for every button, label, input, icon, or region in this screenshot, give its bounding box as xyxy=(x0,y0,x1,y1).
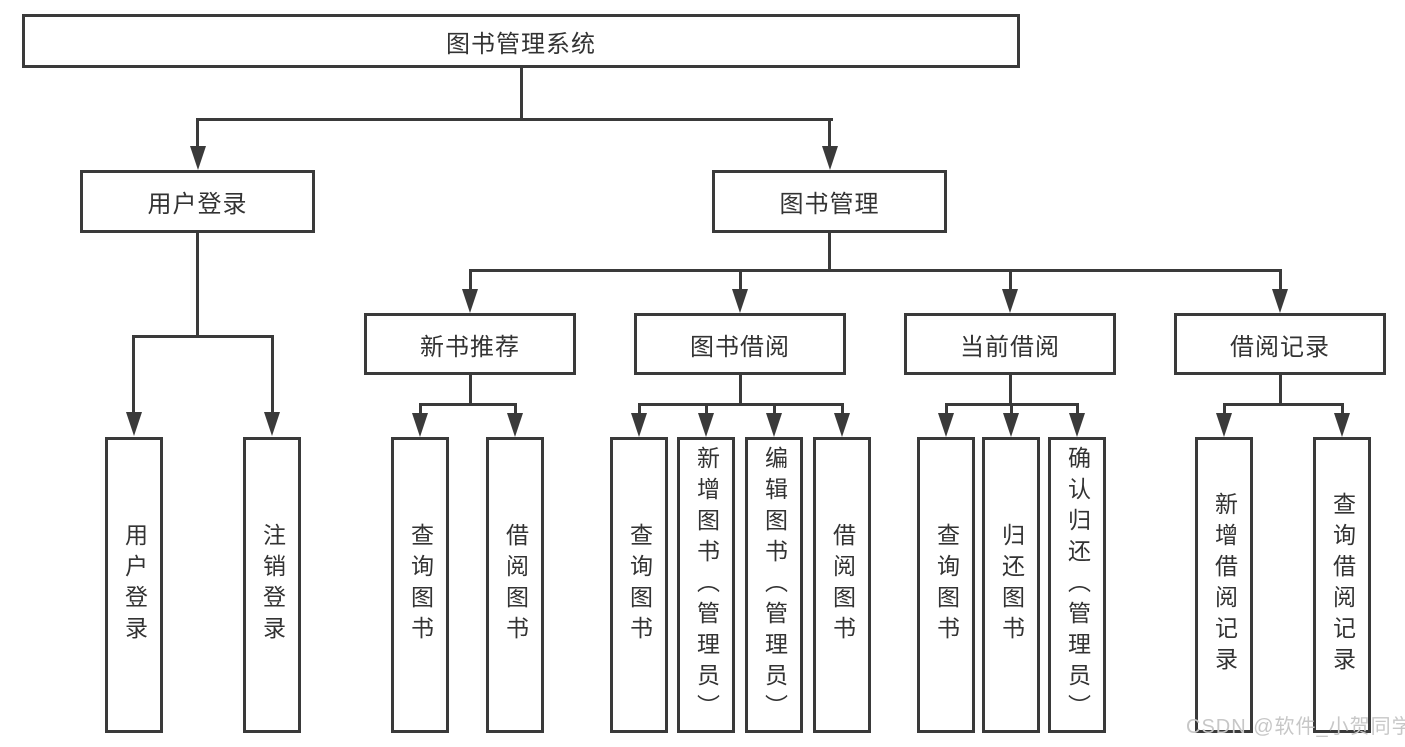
arrow-down-to-cb-confirm xyxy=(1069,413,1085,437)
arrow-down-to-cb-query xyxy=(938,413,954,437)
arrow-down-to-leaf-logout xyxy=(264,412,280,436)
arrow-down-to-br-query xyxy=(1334,413,1350,437)
node-library-management-system: 图书管理系统 xyxy=(22,14,1020,68)
arrow-down-to-br-add xyxy=(1216,413,1232,437)
leaf-bb-query-books-label: 查询图书 xyxy=(626,523,653,647)
leaf-bb-add-books-admin: 新增图书（管理员） xyxy=(677,437,735,733)
connector-cb-stub xyxy=(1009,375,1012,405)
arrow-down-to-book-borrowing xyxy=(732,289,748,313)
connector-shaft-book-borrowing xyxy=(739,269,742,291)
connector-br-bus xyxy=(1223,403,1343,406)
leaf-logout: 注销登录 xyxy=(243,437,301,733)
connector-user-login-stub xyxy=(196,233,199,337)
leaf-bb-borrow-books: 借阅图书 xyxy=(813,437,871,733)
arrow-down-to-bb-edit xyxy=(766,413,782,437)
leaf-cb-return-books-label: 归还图书 xyxy=(998,523,1025,647)
arrow-down-to-new-book-recommendation xyxy=(462,289,478,313)
connector-shaft-cb-return xyxy=(1010,403,1013,415)
connector-nbr-bus xyxy=(419,403,516,406)
arrow-down-to-nbr-query xyxy=(412,413,428,437)
leaf-br-add-record: 新增借阅记录 xyxy=(1195,437,1253,733)
leaf-nbr-borrow-books-label: 借阅图书 xyxy=(502,523,529,647)
connector-shaft-leaf-logout xyxy=(271,335,274,415)
connector-bb-bus xyxy=(638,403,843,406)
connector-book-management-stub xyxy=(828,233,831,272)
connector-shaft-book-management xyxy=(828,118,831,150)
arrow-down-to-cb-return xyxy=(1003,413,1019,437)
leaf-br-query-record: 查询借阅记录 xyxy=(1313,437,1371,733)
arrow-down-to-bb-query xyxy=(631,413,647,437)
connector-shaft-leaf-user-login xyxy=(132,335,135,415)
leaf-cb-query-books-label: 查询图书 xyxy=(933,523,960,647)
leaf-user-login-label: 用户登录 xyxy=(121,523,148,647)
connector-root-trunk xyxy=(520,68,523,120)
node-user-login: 用户登录 xyxy=(80,170,315,233)
connector-shaft-user-login xyxy=(196,118,199,150)
leaf-user-login: 用户登录 xyxy=(105,437,163,733)
connector-bb-stub xyxy=(739,375,742,405)
leaf-cb-query-books: 查询图书 xyxy=(917,437,975,733)
connector-br-stub xyxy=(1279,375,1282,405)
connector-shaft-bb-edit xyxy=(773,403,776,415)
leaf-bb-borrow-books-label: 借阅图书 xyxy=(829,523,856,647)
connector-level3-bus xyxy=(469,269,1282,272)
node-book-management: 图书管理 xyxy=(712,170,947,233)
arrow-down-to-bb-borrow xyxy=(834,413,850,437)
arrow-down-to-user-login xyxy=(190,146,206,170)
connector-shaft-bb-query xyxy=(638,403,641,415)
arrow-down-to-bb-add xyxy=(698,413,714,437)
connector-shaft-new-book-recommendation xyxy=(469,269,472,291)
node-borrowing-records: 借阅记录 xyxy=(1174,313,1386,375)
connector-shaft-borrowing-records xyxy=(1279,269,1282,291)
connector-user-login-bus xyxy=(133,335,274,338)
connector-shaft-nbr-borrow xyxy=(514,403,517,415)
arrow-down-to-leaf-user-login xyxy=(126,412,142,436)
leaf-br-add-record-label: 新增借阅记录 xyxy=(1211,492,1238,678)
arrow-down-to-current-borrowing xyxy=(1002,289,1018,313)
connector-shaft-bb-borrow xyxy=(841,403,844,415)
node-book-borrowing: 图书借阅 xyxy=(634,313,846,375)
connector-shaft-br-add xyxy=(1223,403,1226,415)
node-current-borrowing: 当前借阅 xyxy=(904,313,1116,375)
connector-shaft-current-borrowing xyxy=(1009,269,1012,291)
connector-shaft-cb-confirm xyxy=(1076,403,1079,415)
leaf-bb-edit-books-admin-label: 编辑图书（管理员） xyxy=(761,445,788,725)
leaf-bb-edit-books-admin: 编辑图书（管理员） xyxy=(745,437,803,733)
connector-level2-bus xyxy=(197,118,833,121)
leaf-cb-return-books: 归还图书 xyxy=(982,437,1040,733)
connector-shaft-br-query xyxy=(1341,403,1344,415)
leaf-br-query-record-label: 查询借阅记录 xyxy=(1329,492,1356,678)
leaf-nbr-query-books: 查询图书 xyxy=(391,437,449,733)
connector-shaft-nbr-query xyxy=(419,403,422,415)
connector-shaft-cb-query xyxy=(945,403,948,415)
leaf-cb-confirm-return-admin: 确认归还（管理员） xyxy=(1048,437,1106,733)
arrow-down-to-borrowing-records xyxy=(1272,289,1288,313)
leaf-nbr-borrow-books: 借阅图书 xyxy=(486,437,544,733)
leaf-bb-add-books-admin-label: 新增图书（管理员） xyxy=(693,445,720,725)
arrow-down-to-book-management xyxy=(822,146,838,170)
leaf-logout-label: 注销登录 xyxy=(259,523,286,647)
leaf-bb-query-books: 查询图书 xyxy=(610,437,668,733)
leaf-cb-confirm-return-admin-label: 确认归还（管理员） xyxy=(1064,445,1091,725)
arrow-down-to-nbr-borrow xyxy=(507,413,523,437)
csdn-watermark: CSDN @软件_小贺同学 xyxy=(1186,716,1405,738)
leaf-nbr-query-books-label: 查询图书 xyxy=(407,523,434,647)
connector-shaft-bb-add xyxy=(705,403,708,415)
node-new-book-recommendation: 新书推荐 xyxy=(364,313,576,375)
connector-nbr-stub xyxy=(469,375,472,405)
